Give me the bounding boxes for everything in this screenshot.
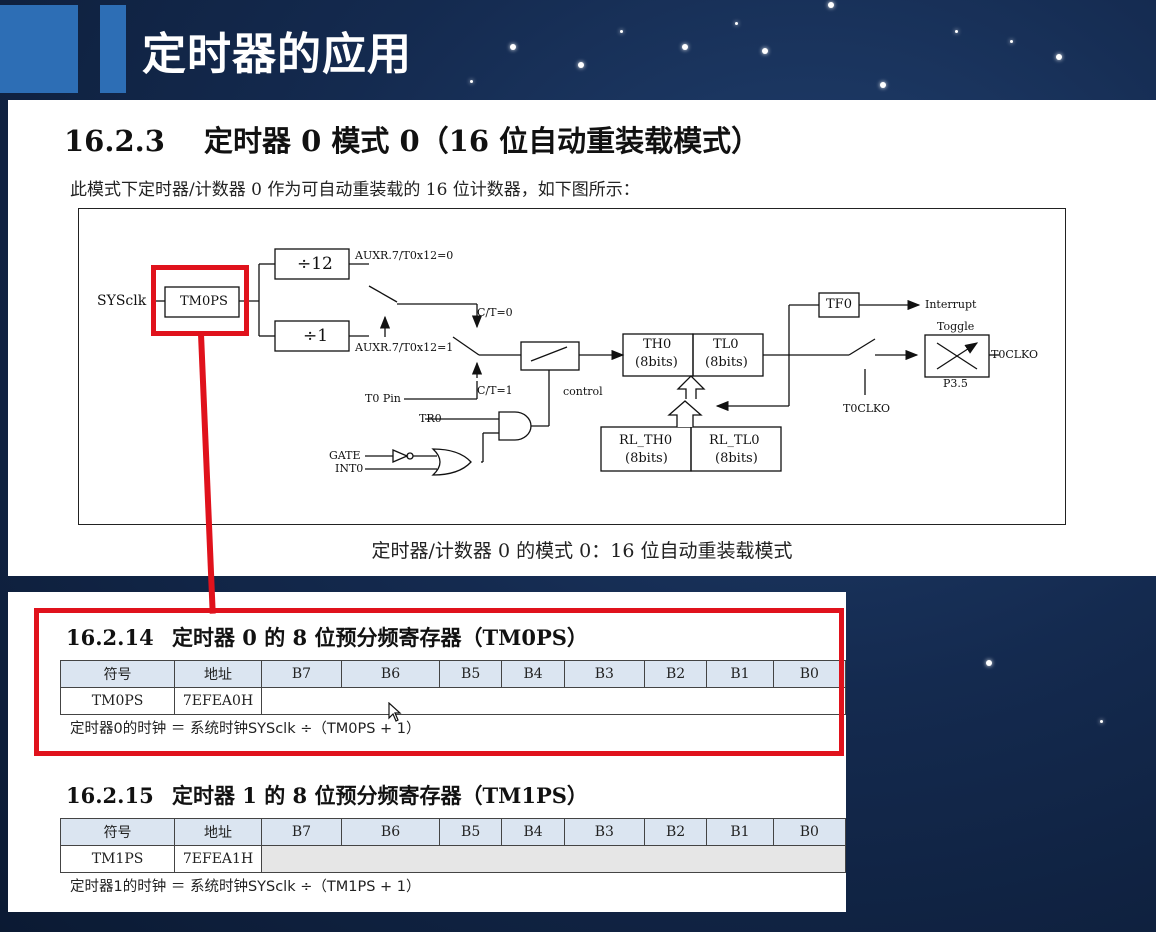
ct1-label: C/T=1	[477, 384, 513, 397]
clock-formula-tm1ps: 定时器1的时钟 ＝ 系统时钟SYSclk ÷（TM1PS + 1）	[70, 879, 421, 895]
timer0-mode0-block-diagram: SYSclk TM0PS ÷12 ÷1 AUXR.7/T0x12=0 AUXR.…	[78, 208, 1066, 525]
header-cell: B7	[260, 818, 343, 846]
decor-block-right	[100, 5, 126, 93]
address-cell: 7EFEA0H	[174, 687, 262, 715]
header-cell: B4	[501, 660, 565, 688]
tl0-label: TL0	[713, 337, 739, 352]
section-number: 16.2.3	[64, 124, 165, 158]
table-header-row: 符号 地址 B7 B6 B5 B4 B3 B2 B1 B0	[59, 818, 847, 846]
header-cell: B1	[706, 818, 774, 846]
bits-cell	[260, 845, 847, 873]
header-cell: B6	[341, 660, 440, 688]
register-number: 16.2.15	[66, 783, 154, 808]
register-title: 定时器 1 的 8 位预分频寄存器（TM1PS）	[172, 783, 588, 808]
bits-cell	[260, 687, 847, 715]
rl-tl0-label: RL_TL0	[709, 433, 760, 448]
p35-label: P3.5	[943, 377, 968, 390]
auxr-t0x12-1-label: AUXR.7/T0x12=1	[355, 341, 454, 354]
register-number: 16.2.14	[66, 625, 154, 650]
header-cell: 符号	[59, 818, 176, 846]
diagram-lines	[151, 248, 999, 476]
tm0ps-register-highlight-box	[34, 608, 844, 756]
header-cell: 地址	[174, 660, 262, 688]
mouse-cursor-icon	[388, 701, 402, 726]
header-cell: B6	[341, 818, 440, 846]
header-cell: B0	[772, 818, 847, 846]
header-cell: B0	[772, 660, 847, 688]
sysclk-label: SYSclk	[97, 293, 147, 309]
slide-title: 定时器的应用	[142, 29, 412, 80]
section-heading: 16.2.3 定时器 0 模式 0（16 位自动重装载模式）	[64, 118, 760, 160]
tr0-label: TR0	[419, 412, 442, 425]
symbol-cell: TM0PS	[59, 687, 176, 715]
gate-label: GATE	[329, 449, 361, 462]
ct0-label: C/T=0	[477, 306, 513, 319]
address-cell: 7EFEA1H	[174, 845, 262, 873]
auxr-t0x12-0-label: AUXR.7/T0x12=0	[355, 249, 454, 262]
header-cell: B3	[563, 818, 645, 846]
register-heading-tm0ps: 16.2.14 定时器 0 的 8 位预分频寄存器（TM0PS）	[66, 622, 588, 652]
register-title: 定时器 0 的 8 位预分频寄存器（TM0PS）	[172, 625, 588, 650]
table-row: TM1PS 7EFEA1H	[59, 845, 847, 873]
tl0-bits-label: (8bits)	[705, 355, 748, 370]
section-title: 定时器 0 模式 0（16 位自动重装载模式）	[204, 124, 761, 158]
rl-th0-label: RL_TH0	[619, 433, 673, 448]
register-table-tm0ps: 符号 地址 B7 B6 B5 B4 B3 B2 B1 B0 TM0PS 7EFE…	[59, 660, 847, 715]
div12-label: ÷12	[297, 254, 333, 274]
rl-th0-bits-label: (8bits)	[625, 451, 668, 466]
header-cell: B2	[643, 818, 708, 846]
div1-label: ÷1	[303, 326, 329, 346]
register-heading-tm1ps: 16.2.15 定时器 1 的 8 位预分频寄存器（TM1PS）	[66, 780, 588, 810]
t0-pin-label: T0 Pin	[365, 392, 401, 405]
int0-label: INT0	[335, 462, 364, 475]
table-row: TM0PS 7EFEA0H	[59, 687, 847, 715]
rl-tl0-bits-label: (8bits)	[715, 451, 758, 466]
diagram-caption: 定时器/计数器 0 的模式 0：16 位自动重装载模式	[371, 540, 793, 562]
tm0ps-box-label: TM0PS	[180, 294, 228, 309]
symbol-cell: TM1PS	[59, 845, 176, 873]
interrupt-label: Interrupt	[925, 298, 977, 311]
th0-bits-label: (8bits)	[635, 355, 678, 370]
document-page-mode0: 16.2.3 定时器 0 模式 0（16 位自动重装载模式） 此模式下定时器/计数…	[8, 100, 1156, 576]
header-cell: B1	[706, 660, 774, 688]
decor-block-left	[0, 5, 78, 93]
register-table-tm1ps: 符号 地址 B7 B6 B5 B4 B3 B2 B1 B0 TM1PS 7EFE…	[59, 818, 847, 873]
header-cell: 地址	[174, 818, 262, 846]
table-header-row: 符号 地址 B7 B6 B5 B4 B3 B2 B1 B0	[59, 660, 847, 688]
header-cell: 符号	[59, 660, 176, 688]
control-label: control	[563, 385, 603, 398]
th0-label: TH0	[643, 337, 672, 352]
header-cell: B5	[438, 818, 503, 846]
clock-formula-tm0ps: 定时器0的时钟 ＝ 系统时钟SYSclk ÷（TM0PS + 1）	[70, 721, 421, 737]
section-description: 此模式下定时器/计数器 0 作为可自动重装载的 16 位计数器，如下图所示：	[70, 180, 640, 200]
header-cell: B7	[260, 660, 343, 688]
t0clko-output-label: T0CLKO	[991, 348, 1038, 361]
toggle-label: Toggle	[937, 320, 975, 333]
tm0ps-highlight-box	[151, 265, 249, 336]
t0clko-enable-label: T0CLKO	[843, 402, 890, 415]
header-cell: B4	[501, 818, 565, 846]
tf0-label: TF0	[826, 297, 852, 312]
